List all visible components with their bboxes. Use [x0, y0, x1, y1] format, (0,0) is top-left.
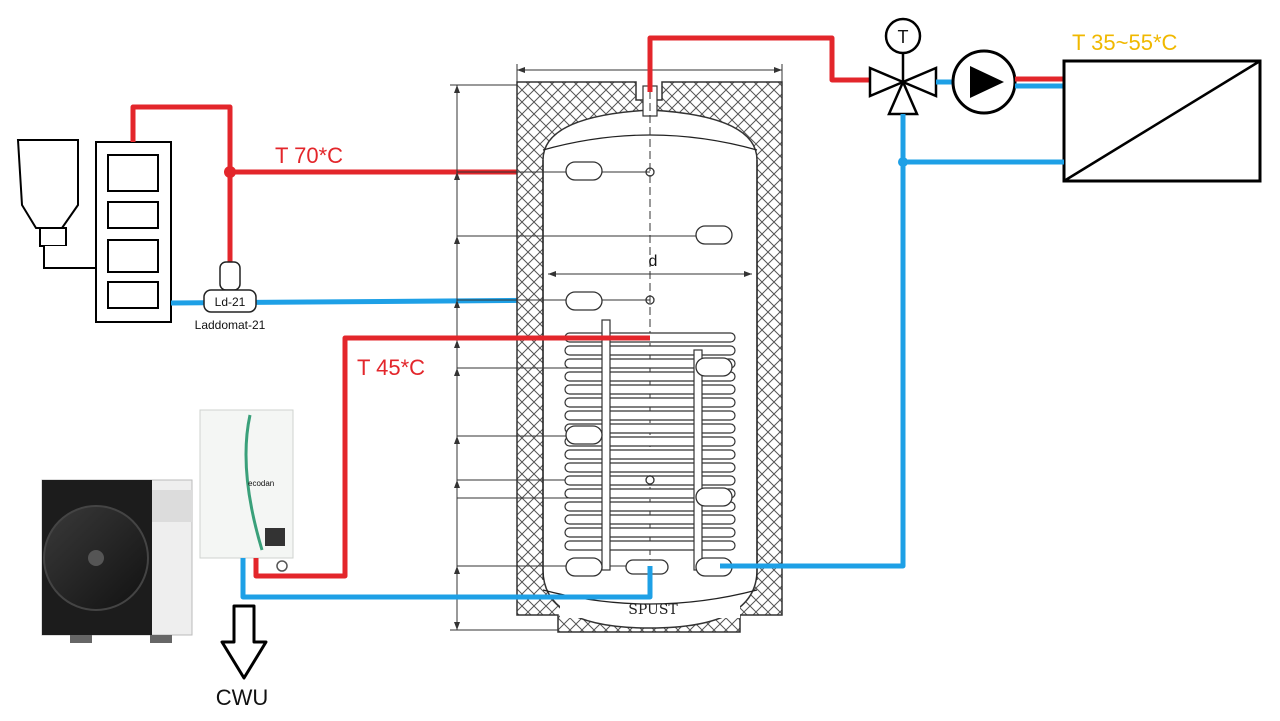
coil-return-rod — [693, 349, 703, 571]
junction-dot — [224, 166, 236, 178]
dhw-label: CWU — [216, 685, 269, 710]
heatpump-temp-label: T 45*C — [357, 355, 425, 380]
return-junction-dot — [898, 157, 908, 167]
sensor-rod — [601, 319, 611, 571]
tank-diameter-label: d — [649, 253, 658, 270]
three-way-valve-icon: T — [868, 17, 938, 116]
boiler-temp-label: T 70*C — [275, 143, 343, 168]
buffer-tank: d — [450, 55, 783, 633]
laddomat-valve: Ld-21 Laddomat-21 — [195, 261, 266, 332]
laddomat-short-label: Ld-21 — [215, 295, 246, 309]
heating-temp-label: T 35~55*C — [1072, 30, 1178, 55]
drain-label: SPUST — [628, 602, 678, 618]
down-arrow-icon — [220, 604, 268, 680]
valve-return-pipe — [720, 114, 906, 569]
heatpump-supply-pipe — [253, 335, 650, 579]
laddomat-full-label: Laddomat-21 — [195, 318, 266, 332]
heatpump-return-pipe — [240, 558, 653, 600]
heat-pump-outdoor-icon — [41, 479, 193, 643]
buffer-supply-pipe — [647, 35, 873, 92]
radiator-icon — [1062, 59, 1262, 183]
pellet-boiler — [16, 139, 172, 323]
boiler-supply-pipe — [130, 104, 580, 175]
pellet-hopper-icon — [16, 139, 79, 229]
mixing-valve-sensor-label: T — [898, 27, 909, 47]
heat-pump-indoor-unit: ecodan — [199, 409, 294, 559]
pump-icon — [951, 49, 1017, 115]
indoor-unit-brand: ecodan — [248, 479, 274, 488]
